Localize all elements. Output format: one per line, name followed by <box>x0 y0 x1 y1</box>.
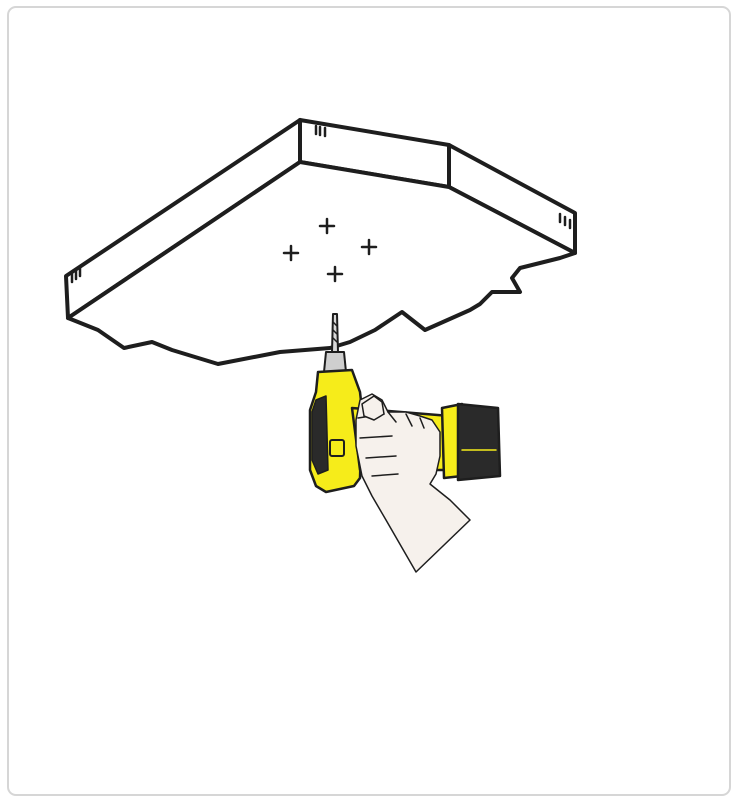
ceiling-slab <box>66 120 575 364</box>
drill-chuck <box>324 352 346 372</box>
drill-grip <box>312 396 328 474</box>
drill-battery <box>458 404 500 480</box>
drill-trigger <box>330 440 344 456</box>
